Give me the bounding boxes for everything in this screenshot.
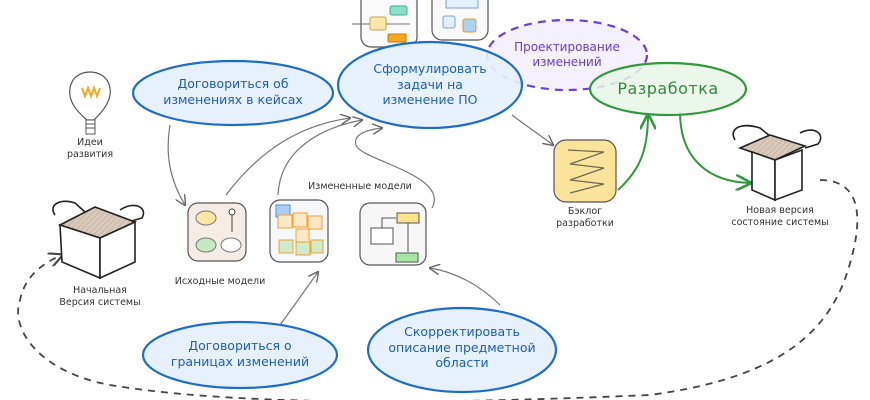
ideas-label: Идеи развития	[66, 137, 114, 160]
task-agree-cases-shape[interactable]	[131, 59, 335, 127]
green-arrows	[617, 111, 750, 191]
task-correct-domain-label: Скорректировать описание предметной обла…	[388, 324, 536, 371]
top-diagram-thumbnail-2	[431, 0, 489, 41]
changed-models-label: Измененные модели	[308, 181, 412, 192]
backlog-label: Бэклог разработки	[556, 206, 614, 229]
new-version-box-icon	[732, 124, 822, 202]
changed-models-card-stickies[interactable]	[269, 199, 329, 263]
lightbulb-icon	[69, 71, 111, 135]
arrow-changed-models-to-formulate-2	[354, 128, 435, 209]
new-version-label: Новая версия состояние системы	[731, 205, 829, 228]
arrow-changed-models-to-formulate-1	[277, 120, 362, 196]
task-development-shape[interactable]	[588, 61, 748, 117]
connectors	[167, 114, 553, 326]
initial-version-label: Начальная Версия системы	[59, 285, 141, 308]
arrow-formulate-to-backlog	[511, 114, 553, 145]
changed-models-card-flow[interactable]	[359, 202, 427, 266]
arrow-source-models-to-formulate-1	[225, 118, 350, 196]
backlog-card[interactable]	[553, 139, 617, 203]
source-models-label: Исходные модели	[174, 276, 266, 287]
task-development-label: Разработка	[617, 79, 719, 98]
arrow-agree-cases-to-source-models	[167, 124, 185, 205]
arrow-development-to-new-version	[679, 111, 750, 183]
task-formulate-label: Сформулировать задачи на изменение ПО	[373, 61, 487, 108]
arrow-correct-domain-to-changed-models	[430, 268, 501, 306]
task-design-label: Проектирование изменений	[514, 40, 620, 69]
top-diagram-thumbnail-1	[352, 0, 418, 48]
arrow-backlog-to-development	[617, 115, 648, 191]
task-agree-cases-label: Договориться об изменениях в кейсах	[163, 76, 303, 107]
task-formulate-shape[interactable]	[336, 40, 524, 130]
arrow-agree-bounds-to-changed-models	[279, 272, 318, 326]
task-agree-bounds-shape[interactable]	[141, 320, 339, 390]
source-models-card[interactable]	[187, 202, 247, 262]
task-correct-domain-shape[interactable]	[366, 306, 558, 394]
task-agree-bounds-label: Договориться о границах изменений	[170, 338, 310, 369]
initial-version-box-icon	[52, 200, 145, 280]
